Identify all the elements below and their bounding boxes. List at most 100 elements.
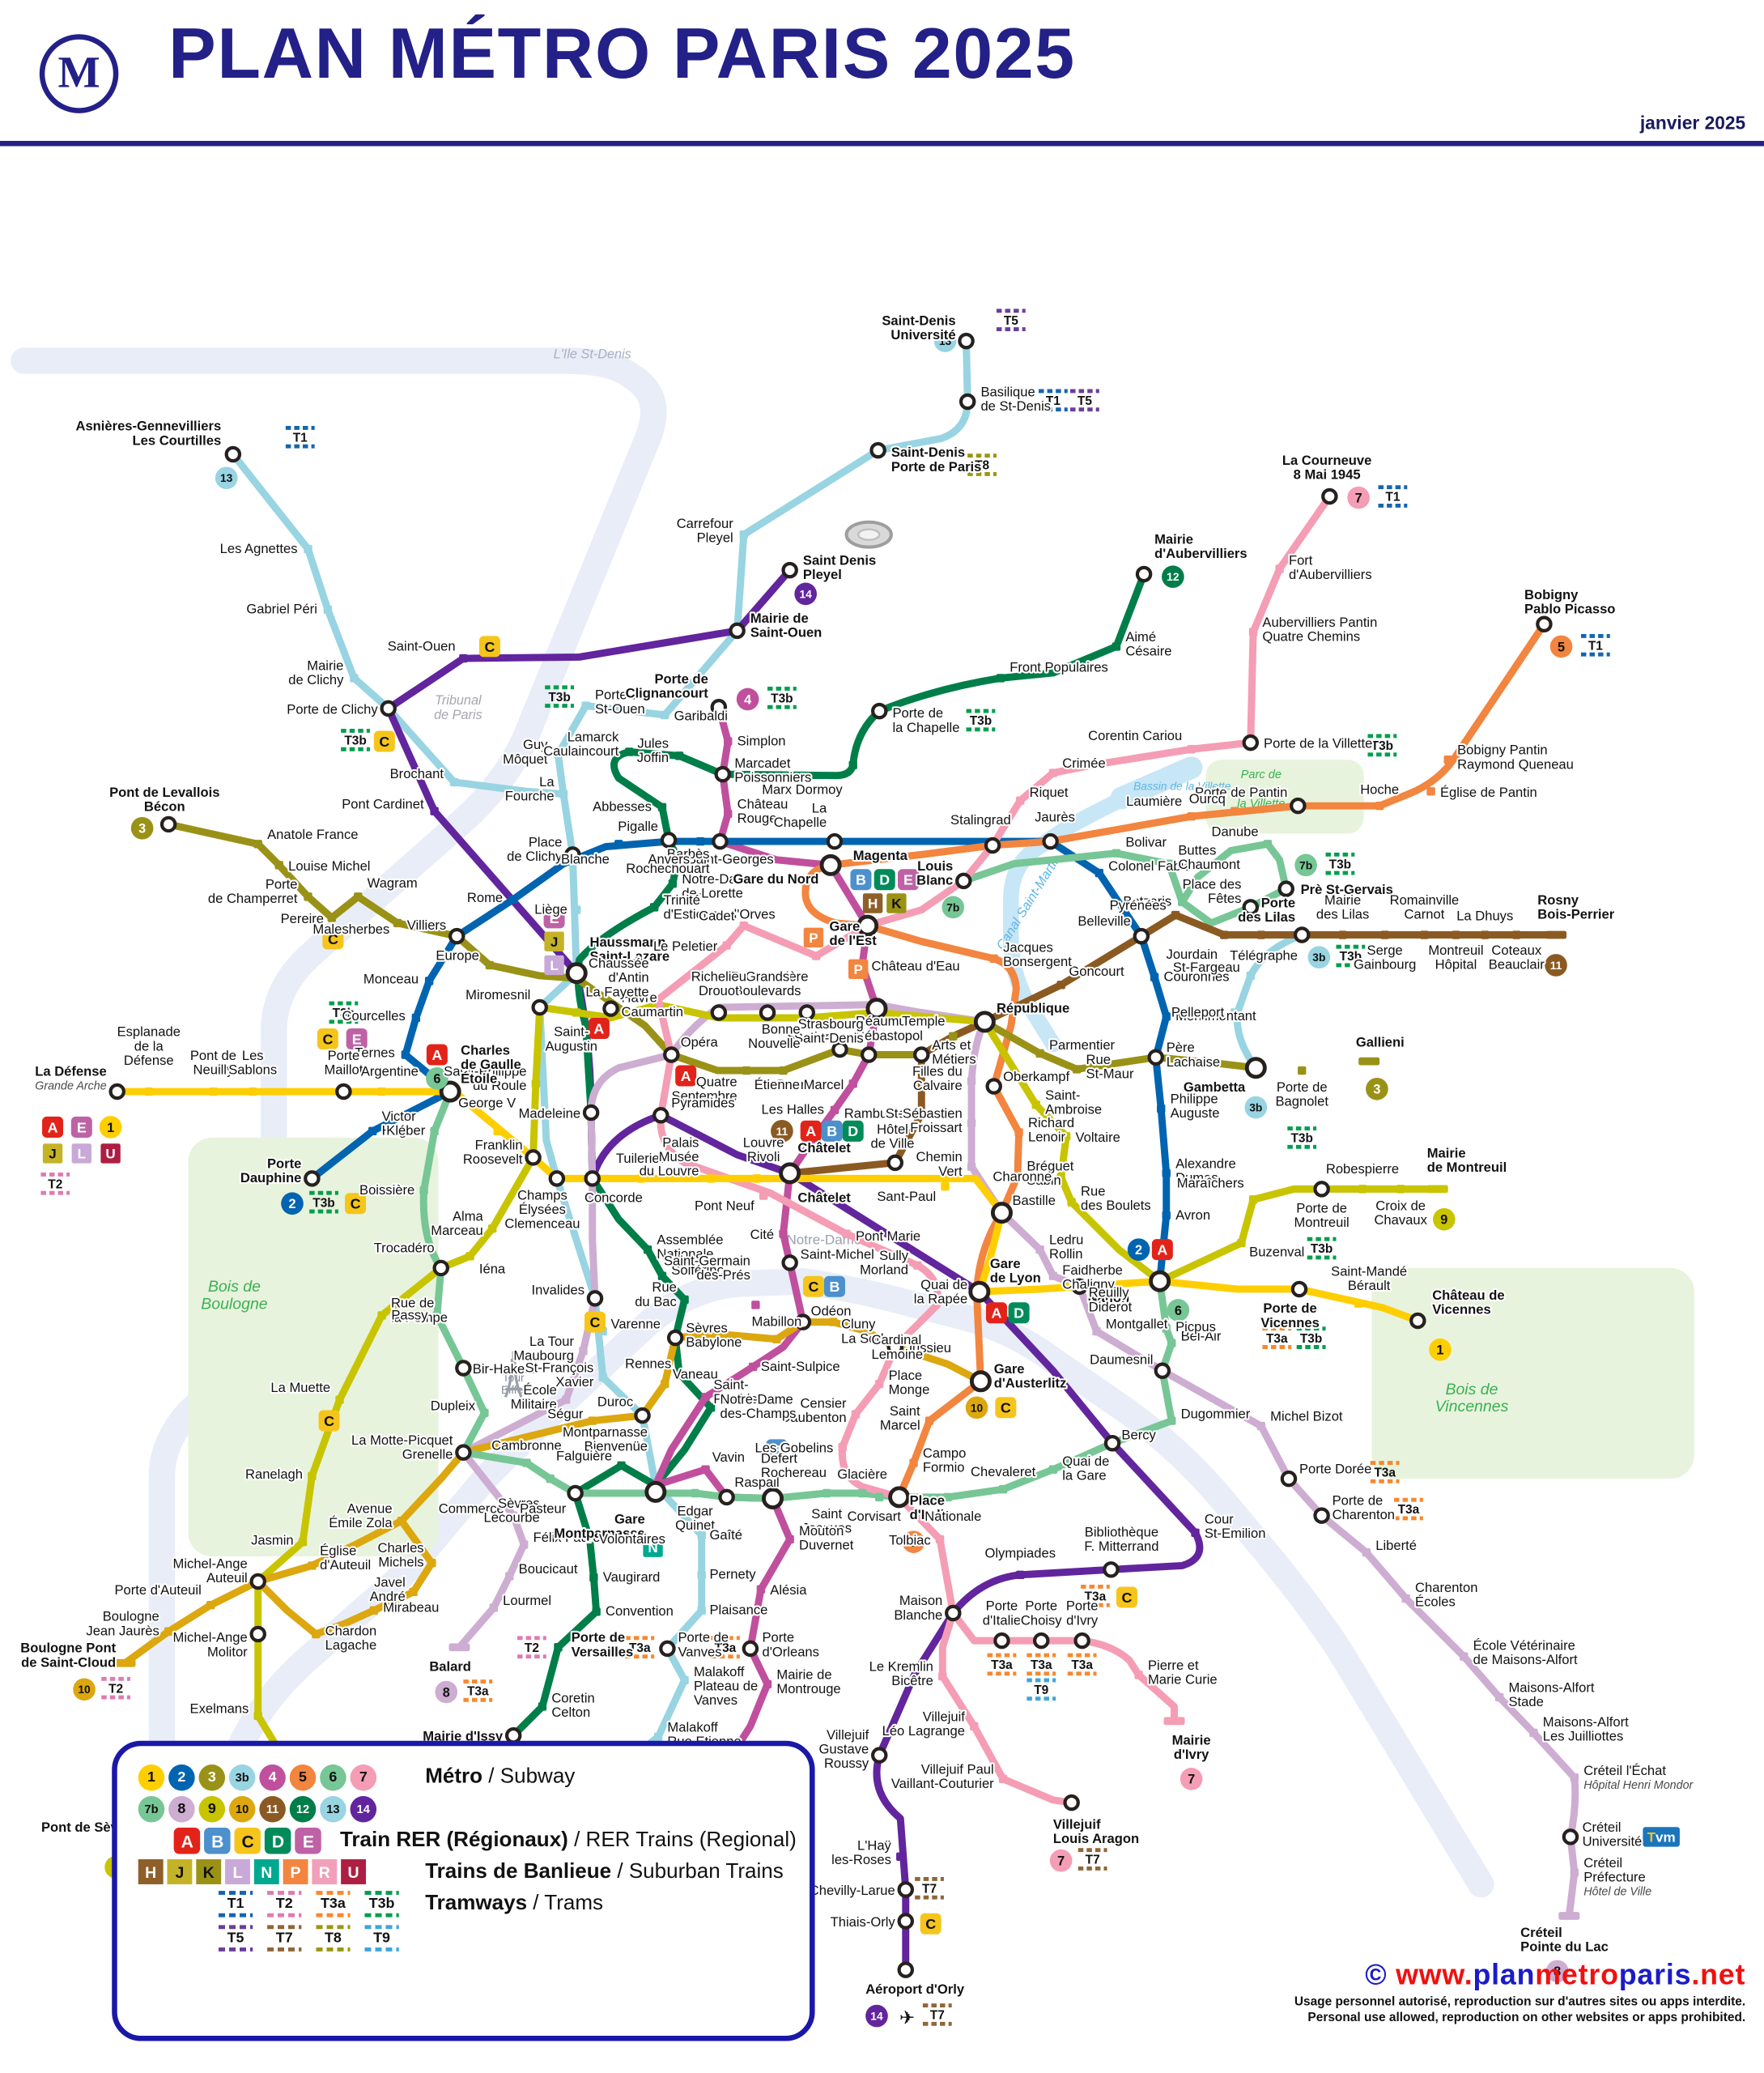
station-interchange bbox=[335, 1083, 352, 1100]
station-tick bbox=[1167, 1416, 1176, 1425]
svg-text:T3a: T3a bbox=[1374, 1466, 1396, 1480]
legend-icon-1: 1 bbox=[138, 1764, 165, 1791]
station-label: Alésia bbox=[770, 1582, 807, 1598]
station-tick bbox=[1263, 840, 1273, 849]
station-tick bbox=[368, 1126, 377, 1136]
station-interchange bbox=[897, 1961, 915, 1978]
svg-text:13: 13 bbox=[939, 334, 952, 347]
badge-C: C bbox=[920, 1913, 942, 1935]
legend-icon-L: L bbox=[225, 1859, 250, 1884]
station-hub bbox=[644, 1480, 667, 1503]
station-tick bbox=[1178, 897, 1187, 907]
station-label: Liège bbox=[534, 902, 567, 917]
station-interchange bbox=[869, 441, 886, 459]
station-label: Sant-Paul bbox=[877, 1189, 936, 1204]
svg-text:T7: T7 bbox=[930, 2009, 945, 2023]
station-interchange bbox=[531, 998, 548, 1016]
station-label: Parmentier bbox=[1049, 1037, 1116, 1053]
badge-T3b: T3b bbox=[329, 1001, 359, 1024]
station-label: Tolbiac bbox=[889, 1532, 931, 1547]
station-interchange bbox=[1133, 927, 1150, 945]
svg-text:T3b: T3b bbox=[1340, 950, 1362, 964]
station-tick bbox=[1162, 1324, 1171, 1333]
page-title: PLAN MÉTRO PARIS 2025 bbox=[168, 14, 1076, 94]
svg-text:C: C bbox=[328, 931, 338, 947]
station-interchange bbox=[794, 1313, 812, 1330]
legend-icon-T2: T2 bbox=[265, 1889, 304, 1918]
station-interchange bbox=[455, 1360, 472, 1377]
station-tick bbox=[1401, 1594, 1410, 1603]
station-tick bbox=[739, 530, 748, 539]
svg-text:A: A bbox=[48, 1119, 58, 1135]
station-tick bbox=[1013, 1171, 1022, 1181]
legend-label: Tramways / Trams bbox=[425, 1892, 604, 1915]
svg-text:E: E bbox=[903, 872, 913, 888]
station-tick bbox=[949, 1032, 958, 1041]
station-tick bbox=[1016, 796, 1025, 805]
station-label: Bel-Air bbox=[1181, 1328, 1222, 1343]
station-tick bbox=[1481, 930, 1490, 939]
svg-text:C: C bbox=[379, 734, 389, 750]
svg-text:T5: T5 bbox=[1004, 314, 1018, 328]
station-interchange bbox=[1536, 615, 1553, 633]
legend-icon-10: 10 bbox=[228, 1796, 256, 1823]
park-area bbox=[1205, 760, 1364, 834]
station-tick bbox=[614, 840, 623, 849]
station-tick bbox=[1095, 868, 1103, 878]
metro-line-13s bbox=[536, 790, 706, 1803]
badge-14: 14 bbox=[865, 2004, 888, 2028]
station-label: Bolivar bbox=[1125, 835, 1167, 850]
station-tick bbox=[562, 1395, 571, 1404]
station-label: Plaisance bbox=[709, 1603, 767, 1618]
station-interchange bbox=[602, 1000, 619, 1017]
svg-text:T7: T7 bbox=[1086, 1854, 1100, 1867]
svg-text:1: 1 bbox=[1436, 1343, 1443, 1358]
svg-text:T3b: T3b bbox=[333, 1007, 355, 1020]
station-interchange bbox=[584, 1170, 601, 1187]
station-label: Saint-Michel bbox=[801, 1247, 874, 1262]
station-interchange bbox=[985, 1078, 1002, 1095]
website-link[interactable]: © www.planmetroparis.net bbox=[1192, 1958, 1745, 1992]
station-label: Corentin Cariou bbox=[1088, 728, 1182, 743]
station-tick bbox=[938, 1671, 947, 1681]
station-interchange bbox=[455, 1444, 472, 1461]
badge-E: E bbox=[346, 1028, 368, 1050]
station-interchange bbox=[1042, 832, 1059, 850]
svg-text:T5: T5 bbox=[1078, 394, 1092, 408]
badge-T3a: T3a bbox=[711, 1636, 740, 1659]
station-label: Glacière bbox=[837, 1466, 887, 1482]
url-segment: plan bbox=[1473, 1958, 1536, 1991]
badge-13: 13 bbox=[215, 466, 238, 490]
station-label: Exelmans bbox=[190, 1701, 249, 1717]
station-tick bbox=[742, 1066, 751, 1075]
legend-icon-5: 5 bbox=[289, 1764, 317, 1791]
station-tick bbox=[896, 1852, 905, 1862]
station-tick bbox=[772, 1334, 781, 1343]
station-interchange bbox=[955, 872, 972, 890]
station-tick bbox=[913, 1261, 922, 1270]
badge-1: 1 bbox=[99, 1116, 122, 1139]
svg-text:T1: T1 bbox=[1588, 639, 1603, 653]
legend-icon-A: A bbox=[174, 1828, 201, 1854]
station-tick bbox=[1396, 1185, 1405, 1194]
badge-3: 3 bbox=[1366, 1077, 1388, 1100]
badge-A: A bbox=[985, 1302, 1007, 1324]
url-segment: www. bbox=[1396, 1958, 1473, 1991]
station-tick bbox=[779, 1229, 788, 1238]
badge-T7: T7 bbox=[922, 2003, 952, 2026]
station-interchange bbox=[886, 1339, 903, 1356]
metro-logo-letter: M bbox=[57, 49, 100, 98]
